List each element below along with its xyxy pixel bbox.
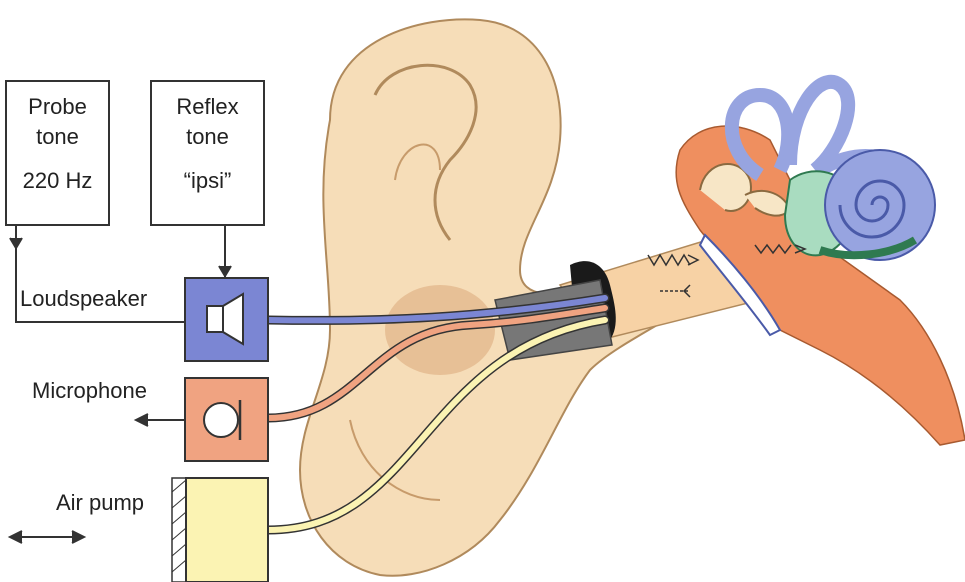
microphone-device — [185, 378, 268, 461]
loudspeaker-device — [185, 278, 268, 361]
reflex-tone-line2: tone — [152, 122, 263, 152]
reflex-tone-line1: Reflex — [152, 92, 263, 122]
microphone-icon — [204, 403, 238, 437]
air-pump-device — [172, 478, 268, 582]
probe-tone-line1: Probe — [7, 92, 108, 122]
probe-tone-box: Probe tone 220 Hz — [5, 80, 110, 226]
air-pump-label: Air pump — [56, 490, 144, 516]
loudspeaker-label: Loudspeaker — [20, 286, 147, 312]
reflex-tone-ipsi: “ipsi” — [152, 166, 263, 196]
probe-tone-frequency: 220 Hz — [7, 166, 108, 196]
probe-tone-line2: tone — [7, 122, 108, 152]
microphone-label: Microphone — [32, 378, 147, 404]
reflex-tone-box: Reflex tone “ipsi” — [150, 80, 265, 226]
